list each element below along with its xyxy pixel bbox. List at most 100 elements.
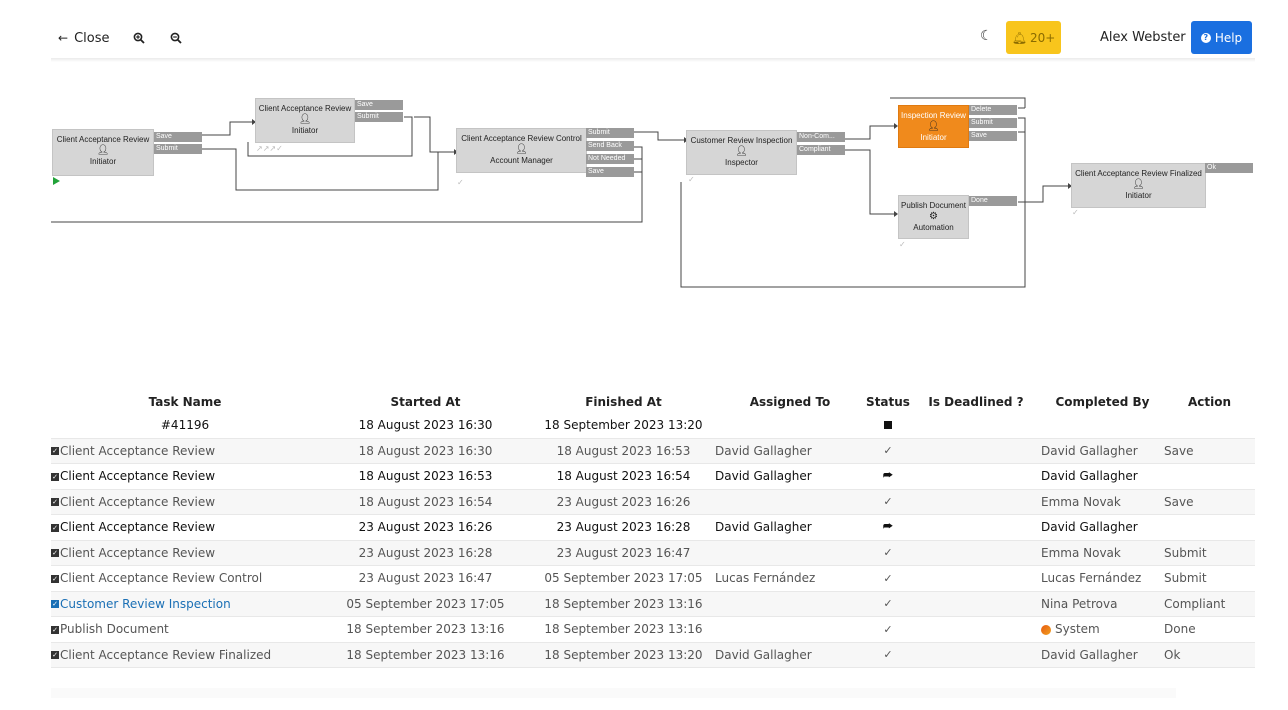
check-icon: ✓: [1072, 208, 1079, 217]
workflow-node-customer-review-inspection[interactable]: Customer Review Inspection 👤︎ Inspector: [686, 130, 797, 175]
cell-assigned: David Gallagher: [715, 642, 865, 668]
status-check-icon: ✓: [865, 540, 911, 566]
cell-finished: 18 September 2023 13:16: [532, 591, 715, 617]
cell-action: Done: [1164, 616, 1255, 643]
workflow-node-client-acceptance-review-finalized[interactable]: Client Acceptance Review Finalized 👤︎ In…: [1071, 163, 1206, 208]
notifications-button[interactable]: 🔔︎ 20+: [1006, 21, 1061, 54]
workflow-node-client-acceptance-review-2[interactable]: Client Acceptance Review 👤︎ Initiator: [255, 98, 355, 143]
table-row[interactable]: ✓Publish Document 18 September 2023 13:1…: [51, 616, 1255, 643]
status-forward-icon: ⮫: [865, 463, 911, 490]
port-submit[interactable]: Submit: [355, 112, 403, 122]
user-icon: 👤︎: [96, 145, 110, 156]
node-title: Inspection Review: [901, 111, 966, 120]
help-label: Help: [1214, 30, 1243, 45]
dark-mode-toggle[interactable]: ☾: [980, 28, 993, 44]
col-is-deadlined: Is Deadlined ?: [928, 394, 1024, 409]
close-button[interactable]: ← Close: [58, 26, 109, 50]
zoom-out-button[interactable]: [170, 26, 182, 50]
table-row[interactable]: ✓Client Acceptance Review Control 23 Aug…: [51, 565, 1255, 592]
cell-task-name: Client Acceptance Review: [60, 443, 216, 458]
task-link[interactable]: Customer Review Inspection: [60, 596, 231, 611]
notification-count: 20+: [1029, 30, 1056, 45]
table-row[interactable]: ✓Customer Review Inspection 05 September…: [51, 591, 1255, 617]
help-button[interactable]: ? Help: [1191, 21, 1252, 54]
cell-task-name: Client Acceptance Review: [60, 494, 216, 509]
workflow-node-inspection-review[interactable]: Inspection Review 👤︎ Initiator: [898, 105, 969, 148]
process-id: #41196: [51, 413, 319, 439]
user-icon: 👤︎: [1132, 179, 1145, 190]
cell-action: Submit: [1164, 565, 1255, 592]
cell-action: Save: [1164, 438, 1255, 464]
cell-assigned: [715, 489, 865, 515]
cell-started: 18 August 2023 16:53: [319, 463, 532, 490]
arrow-left-icon: ←: [58, 31, 69, 45]
port-non-compliant[interactable]: Non-Com...: [797, 132, 845, 142]
node-role: Automation: [913, 223, 954, 232]
cell-started: 18 August 2023 16:30: [319, 438, 532, 464]
node-title: Client Acceptance Review: [56, 135, 150, 144]
moon-icon: ☾: [980, 28, 993, 44]
zoom-out-icon: [170, 32, 182, 44]
port-save[interactable]: Save: [355, 100, 403, 110]
cell-completed-by: David Gallagher: [1041, 642, 1164, 668]
cell-action: Save: [1164, 489, 1255, 515]
cell-action: Ok: [1164, 642, 1255, 668]
cell-assigned: [715, 540, 865, 566]
col-status: Status: [866, 394, 910, 409]
port-save[interactable]: Save: [154, 132, 202, 142]
port-save[interactable]: Save: [969, 131, 1017, 141]
port-compliant[interactable]: Compliant: [797, 145, 845, 155]
cell-completed-by: David Gallagher: [1041, 463, 1164, 490]
cell-task-name: Client Acceptance Review Finalized: [60, 647, 272, 662]
top-bar: ← Close ☾ 🔔︎ 20+ Alex Webster ? Help: [0, 0, 1288, 58]
user-name[interactable]: Alex Webster: [1100, 30, 1186, 45]
checkbox-icon: ✓: [51, 498, 59, 507]
checkbox-icon: ✓: [51, 447, 59, 456]
port-save[interactable]: Save: [586, 167, 634, 177]
cell-action: [1164, 514, 1255, 541]
col-completed-by: Completed By: [1055, 394, 1150, 409]
port-ok[interactable]: Ok: [1205, 163, 1253, 173]
table-row[interactable]: ✓ Client Acceptance Review Finalized 18 S…: [51, 642, 1255, 668]
cell-task-name: Client Acceptance Review: [60, 469, 216, 484]
table-row[interactable]: ✓Client Acceptance Review 18 August 2023…: [51, 438, 1255, 464]
bell-icon: 🔔︎: [1011, 30, 1027, 45]
cell-completed-by: Nina Petrova: [1041, 591, 1164, 617]
port-delete[interactable]: Delete: [969, 105, 1017, 115]
port-submit[interactable]: Submit: [154, 144, 202, 154]
node-title: Publish Document: [901, 201, 966, 210]
cell-finished: 23 August 2023 16:26: [532, 489, 715, 515]
gears-icon: ⚙︎: [929, 211, 938, 222]
cell-started: 18 September 2023 13:16: [319, 616, 532, 643]
question-icon: ?: [1200, 32, 1211, 43]
workflow-node-publish-document[interactable]: Publish Document ⚙︎ Automation: [898, 195, 969, 239]
port-submit[interactable]: Submit: [586, 128, 634, 138]
node-title: Client Acceptance Review Control: [461, 134, 582, 143]
cell-completed-by: David Gallagher: [1041, 438, 1164, 464]
cell-completed-by: Emma Novak: [1041, 489, 1164, 515]
status-check-icon: ✓: [865, 616, 911, 643]
table-row[interactable]: ✓Client Acceptance Review 18 August 2023…: [51, 489, 1255, 515]
workflow-node-client-acceptance-review-control[interactable]: Client Acceptance Review Control 👤︎ Acco…: [456, 128, 587, 173]
user-icon: 👤︎: [515, 144, 528, 155]
port-done[interactable]: Done: [969, 196, 1017, 206]
cell-task-name: Client Acceptance Review: [60, 545, 216, 560]
cell-started: 05 September 2023 17:05: [319, 591, 532, 617]
status-check-icon: ✓: [865, 642, 911, 668]
node-role: Inspector: [725, 158, 758, 167]
user-icon: 👤︎: [735, 146, 748, 157]
check-icon: ✓: [899, 240, 906, 249]
stop-icon: [884, 421, 892, 430]
table-row[interactable]: ✓Client Acceptance Review 18 August 2023…: [51, 463, 1255, 490]
port-submit[interactable]: Submit: [969, 118, 1017, 128]
cell-started: 18 September 2023 13:16: [319, 642, 532, 668]
cell-completed-by: System: [1055, 622, 1100, 637]
table-row[interactable]: ✓Client Acceptance Review 23 August 2023…: [51, 514, 1255, 541]
table-row[interactable]: ✓Client Acceptance Review 23 August 2023…: [51, 540, 1255, 566]
port-not-needed[interactable]: Not Needed: [586, 154, 634, 164]
zoom-in-button[interactable]: [133, 26, 145, 50]
port-send-back[interactable]: Send Back: [586, 141, 634, 151]
cell-started: 23 August 2023 16:26: [319, 514, 532, 541]
table-header: Task Name Started At Finished At Assigne…: [51, 390, 1255, 413]
workflow-node-client-acceptance-review-1[interactable]: Client Acceptance Review 👤︎ Initiator: [52, 129, 154, 176]
